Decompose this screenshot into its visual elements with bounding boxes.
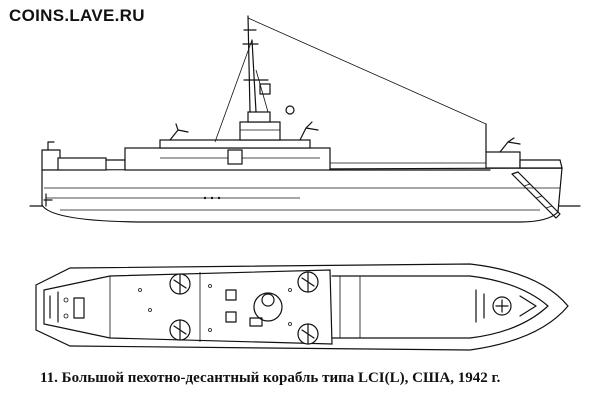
bow-plan	[469, 275, 549, 339]
gun-forward	[299, 121, 319, 141]
searchlight	[285, 105, 295, 115]
deck-fittings	[138, 284, 292, 332]
backstay	[214, 39, 253, 143]
propeller	[43, 193, 53, 207]
forestay	[247, 17, 487, 125]
bow-deck	[519, 159, 563, 169]
landing-ramp	[511, 171, 561, 219]
hull-portholes	[203, 196, 221, 200]
figure-caption: 11. Большой пехотно-десантный корабль ти…	[40, 370, 501, 386]
side-door	[227, 149, 243, 165]
mast	[247, 15, 251, 113]
gun-tubs	[169, 271, 319, 345]
watermark: COINS.LAVE.RU	[9, 6, 145, 25]
gun-aft	[169, 123, 189, 141]
well-deck	[331, 275, 471, 339]
stern-house	[57, 157, 107, 171]
conning-tower-plan	[253, 292, 283, 322]
